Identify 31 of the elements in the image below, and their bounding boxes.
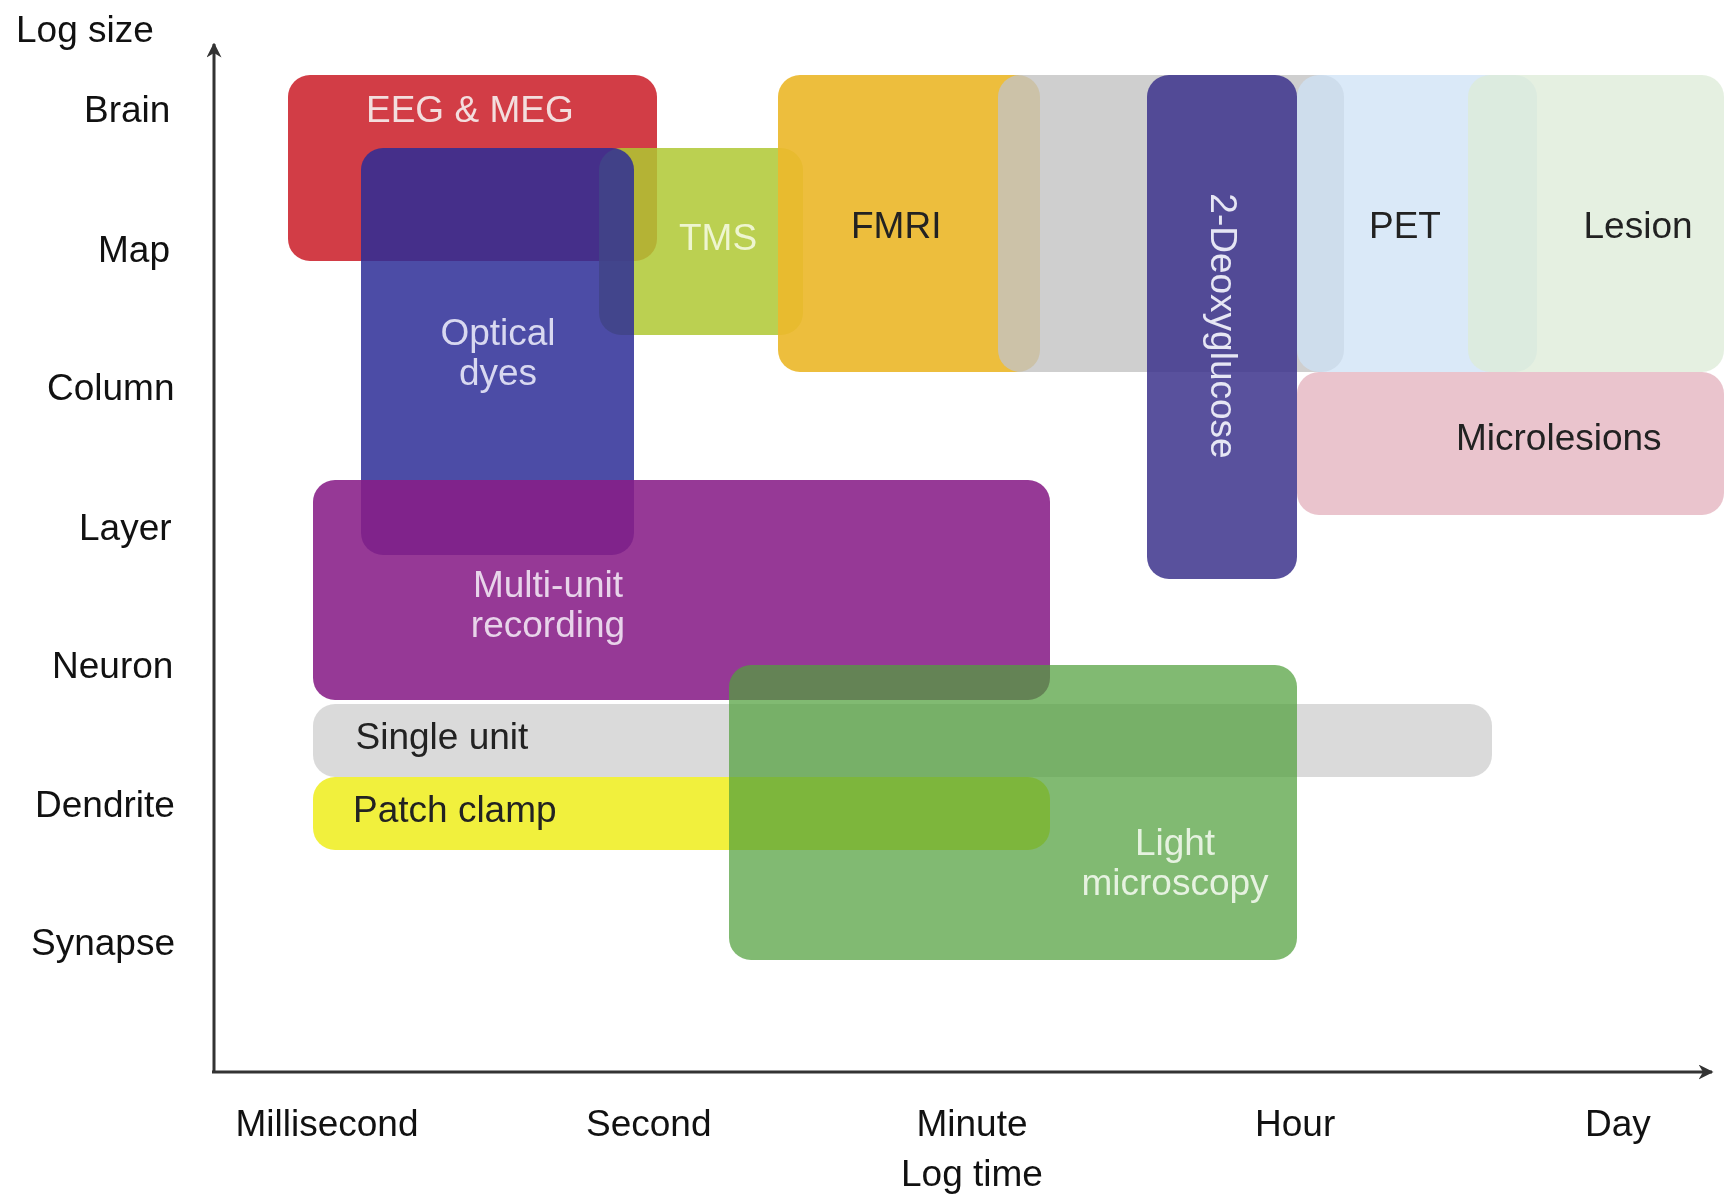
- method-band: [1147, 75, 1297, 579]
- tick-label: Map: [98, 229, 170, 271]
- tick-label: Millisecond: [235, 1103, 419, 1145]
- tick-label: Synapse: [31, 922, 175, 964]
- tick-label: Layer: [79, 507, 172, 549]
- method-label: Light microscopy: [1080, 823, 1270, 903]
- tick-label: Neuron: [52, 645, 174, 687]
- method-label: Multi-unit recording: [469, 565, 627, 645]
- method-label: Single unit: [355, 717, 529, 757]
- method-label: 2-Deoxyglucose: [1202, 193, 1243, 459]
- method-label: Lesion: [1583, 206, 1693, 246]
- axis-title: Log time: [901, 1153, 1043, 1195]
- method-band: [1468, 75, 1724, 372]
- tick-label: Hour: [1255, 1103, 1336, 1145]
- tick-label: Brain: [84, 89, 171, 131]
- method-band: [729, 665, 1297, 960]
- method-band: [313, 480, 1050, 700]
- method-label: Patch clamp: [353, 790, 557, 830]
- method-label: FMRI: [851, 206, 942, 246]
- tick-label: Minute: [916, 1103, 1028, 1145]
- method-label: PET: [1369, 206, 1441, 246]
- method-label: Microlesions: [1456, 418, 1662, 458]
- axis-title: Log size: [16, 9, 154, 51]
- method-label: TMS: [679, 218, 758, 258]
- method-label: EEG & MEG: [366, 90, 574, 130]
- tick-label: Day: [1585, 1103, 1651, 1145]
- tick-label: Column: [47, 367, 175, 409]
- method-band: [1297, 372, 1724, 515]
- tick-label: Second: [586, 1103, 712, 1145]
- method-label: Optical dyes: [439, 313, 557, 393]
- tick-label: Dendrite: [35, 784, 175, 826]
